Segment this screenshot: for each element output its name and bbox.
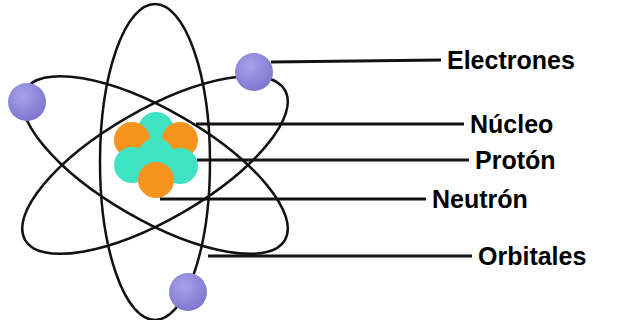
- leader-line: [208, 255, 472, 258]
- part-label: Núcleo: [470, 109, 553, 139]
- orbit-ellipse: [0, 42, 312, 287]
- electron-sphere: [8, 83, 46, 121]
- leader-line: [160, 198, 426, 201]
- part-label: Neutrón: [432, 184, 528, 214]
- leader-line: [271, 60, 441, 62]
- neutron-sphere: [138, 162, 174, 198]
- orbit-ellipse: [0, 42, 312, 287]
- electron-sphere: [235, 53, 273, 91]
- electrons: [8, 53, 273, 311]
- nucleus: [114, 112, 198, 198]
- leader-line: [196, 123, 464, 126]
- leader-lines: [160, 60, 472, 256]
- orbit-ellipses: [0, 4, 312, 320]
- orbit-ellipse: [100, 4, 210, 320]
- electron-sphere: [169, 273, 207, 311]
- part-label: Electrones: [447, 45, 575, 75]
- part-label: Orbitales: [478, 241, 586, 271]
- leader-line: [197, 159, 469, 162]
- part-label: Protón: [475, 145, 556, 175]
